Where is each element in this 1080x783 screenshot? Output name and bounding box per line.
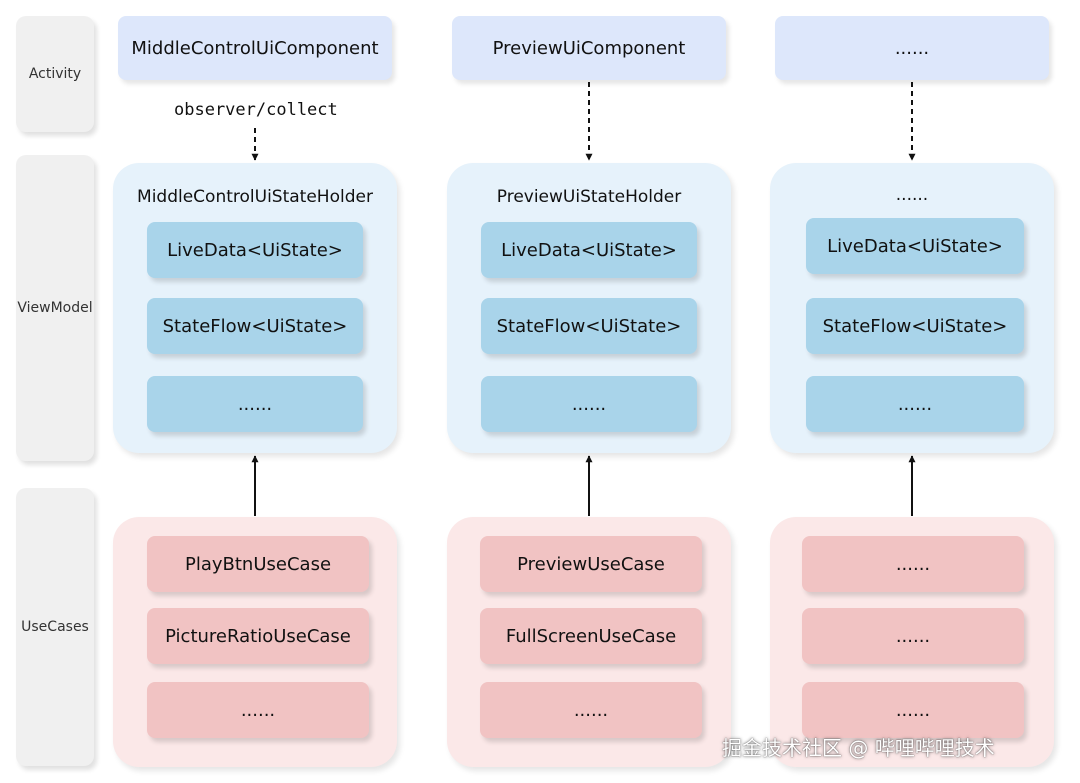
ui-component-preview: PreviewUiComponent [452, 16, 726, 80]
ui-component-label: PreviewUiComponent [492, 37, 686, 59]
usecase-item-fullscreen: FullScreenUseCase [480, 608, 702, 664]
state-item-more: ...... [806, 376, 1024, 432]
usecase-item-label: ...... [895, 625, 931, 647]
state-item-label: LiveData<UiState> [501, 239, 677, 261]
usecase-item-label: PlayBtnUseCase [184, 553, 332, 575]
state-item-label: StateFlow<UiState> [822, 315, 1008, 337]
usecase-item-label: ...... [895, 699, 931, 721]
layer-label-usecases-text: UseCases [21, 619, 89, 635]
state-holder-title: ...... [895, 185, 929, 205]
usecase-item-more-3: ...... [802, 682, 1024, 738]
state-item-stateflow: StateFlow<UiState> [147, 298, 363, 354]
state-item-more: ...... [147, 376, 363, 432]
state-item-label: LiveData<UiState> [827, 235, 1003, 257]
state-item-livedata: LiveData<UiState> [147, 222, 363, 278]
usecase-item-picture-ratio: PictureRatioUseCase [147, 608, 369, 664]
usecase-item-more: ...... [147, 682, 369, 738]
ui-component-more: ...... [775, 16, 1049, 80]
usecase-item-label: ...... [573, 699, 609, 721]
edge-label-observer-collect: observer/collect [174, 100, 338, 120]
state-item-livedata: LiveData<UiState> [481, 222, 697, 278]
state-item-label: LiveData<UiState> [167, 239, 343, 261]
state-item-label: StateFlow<UiState> [162, 315, 348, 337]
state-item-label: ...... [237, 393, 273, 415]
usecase-item-label: PictureRatioUseCase [165, 625, 351, 647]
state-item-label: StateFlow<UiState> [496, 315, 682, 337]
usecase-item-label: PreviewUseCase [517, 553, 665, 575]
state-holder-title: PreviewUiStateHolder [496, 187, 682, 207]
state-item-label: ...... [571, 393, 607, 415]
watermark: 掘金技术社区 @ 哔哩哔哩技术 [722, 736, 995, 760]
layer-label-usecases: UseCases [16, 488, 94, 766]
usecase-item-more-1: ...... [802, 536, 1024, 592]
state-item-stateflow: StateFlow<UiState> [481, 298, 697, 354]
state-holder-title: MiddleControlUiStateHolder [137, 187, 373, 207]
ui-component-label: ...... [894, 37, 930, 59]
usecase-item-playbtn: PlayBtnUseCase [147, 536, 369, 592]
state-item-stateflow: StateFlow<UiState> [806, 298, 1024, 354]
ui-component-middle-control: MiddleControlUiComponent [118, 16, 392, 80]
state-item-more: ...... [481, 376, 697, 432]
ui-component-label: MiddleControlUiComponent [131, 37, 379, 59]
layer-label-viewmodel-text: ViewModel [17, 300, 93, 316]
layer-label-activity-text: Activity [28, 66, 82, 82]
usecase-item-more-2: ...... [802, 608, 1024, 664]
layer-label-activity: Activity [16, 16, 94, 132]
usecase-item-more: ...... [480, 682, 702, 738]
usecase-item-label: ...... [240, 699, 276, 721]
state-item-label: ...... [897, 393, 933, 415]
layer-label-viewmodel: ViewModel [16, 155, 94, 461]
usecase-item-label: ...... [895, 553, 931, 575]
usecase-item-label: FullScreenUseCase [505, 625, 677, 647]
state-item-livedata: LiveData<UiState> [806, 218, 1024, 274]
usecase-item-preview: PreviewUseCase [480, 536, 702, 592]
